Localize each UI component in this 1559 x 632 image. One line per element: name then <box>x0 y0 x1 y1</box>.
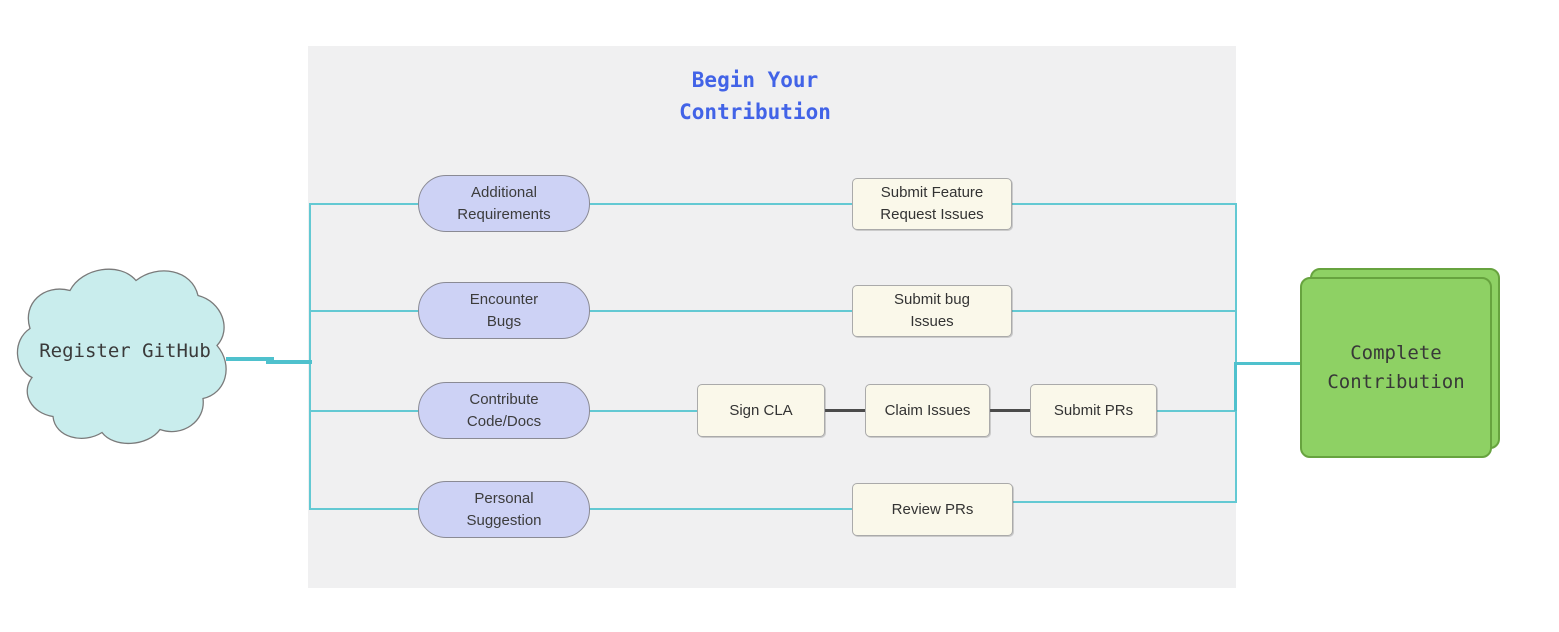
cloud-shape <box>16 268 227 445</box>
step-submit-prs: Submit PRs <box>1030 384 1157 437</box>
complete-contribution-node: Complete Contribution <box>1300 277 1492 458</box>
pill-contribute-code-docs: Contribute Code/Docs <box>418 382 590 439</box>
pill-additional-requirements: Additional Requirements <box>418 175 590 232</box>
pill-personal-suggestion: Personal Suggestion <box>418 481 590 538</box>
step-review-prs: Review PRs <box>852 483 1013 536</box>
step-claim-issues: Claim Issues <box>865 384 990 437</box>
branch-line-row4-right <box>1000 501 1237 503</box>
branch-line-row2 <box>310 310 1236 312</box>
connector-claimissues-submitprs <box>990 409 1031 412</box>
pill-encounter-bugs: Encounter Bugs <box>418 282 590 339</box>
trunk-line-left <box>309 203 311 510</box>
branch-line-row4-left <box>310 508 900 510</box>
branch-line-row1 <box>310 203 1236 205</box>
step-submit-bug-issues: Submit bug Issues <box>852 285 1012 337</box>
trunk-line-right <box>1235 203 1237 503</box>
complete-connector <box>1236 362 1302 365</box>
cloud-connector-segment-2 <box>266 360 312 364</box>
connector-signcla-claimissues <box>825 409 866 412</box>
panel-title: Begin Your Contribution <box>679 68 831 124</box>
step-sign-cla: Sign CLA <box>697 384 825 437</box>
step-submit-feature-request-issues: Submit Feature Request Issues <box>852 178 1012 230</box>
trunk-line-right-thick-segment <box>1234 362 1237 411</box>
register-github-node: Register GitHub <box>39 340 211 362</box>
cloud-connector-segment-1 <box>226 357 274 361</box>
